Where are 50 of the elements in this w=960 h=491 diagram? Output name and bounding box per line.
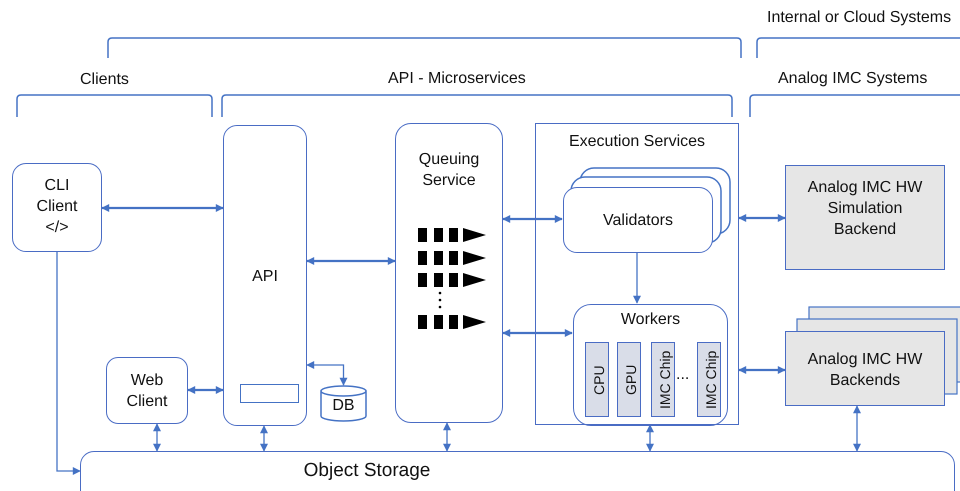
arrow (443, 422, 451, 452)
database-cylinder (320, 385, 367, 422)
arrow (153, 423, 161, 452)
service-box (573, 304, 728, 426)
cache-box (240, 384, 299, 403)
arrow (633, 252, 641, 304)
ellipsis: ... (676, 366, 690, 384)
section-heading: Clients (80, 71, 129, 89)
arrow (101, 204, 224, 212)
section-heading: Internal or Cloud Systems (767, 9, 952, 27)
arrow (853, 405, 861, 452)
node-label: DB (331, 396, 356, 416)
node-label: Web Client (126, 371, 168, 412)
arrow (738, 366, 786, 374)
group-box (535, 123, 739, 425)
node-label: API (251, 267, 279, 287)
arrow (502, 215, 563, 223)
service-box (563, 187, 713, 253)
arrow (502, 329, 573, 337)
processor-box (697, 342, 721, 417)
arrow (306, 361, 348, 386)
section-heading: Analog IMC Systems (778, 70, 928, 88)
arrow (306, 257, 396, 265)
arrow (646, 424, 654, 452)
arrow (187, 386, 224, 394)
node-label: Queuing Service (418, 150, 480, 191)
node-label: Analog IMC HW Backends (806, 350, 924, 391)
node-label: GPU (622, 363, 640, 397)
node-label: Analog IMC HW Simulation Backend (806, 178, 924, 240)
node-label: CLI Client </> (36, 176, 78, 238)
processor-box (585, 342, 609, 417)
arrow (260, 425, 268, 452)
node-label: IMC Chip (656, 349, 674, 411)
node-label: Execution Services (568, 132, 706, 152)
processor-box (651, 342, 675, 417)
arrow (56, 252, 81, 475)
section-heading: API - Microservices (388, 70, 526, 88)
node-label: IMC Chip (702, 349, 720, 411)
arrow (738, 214, 786, 222)
backend-box (785, 165, 945, 270)
backend-box (785, 331, 945, 406)
api-box (223, 125, 307, 426)
service-box (395, 123, 503, 423)
client-box (12, 163, 102, 252)
processor-box (617, 342, 641, 417)
node-label: Object Storage (302, 460, 432, 481)
node-label: Workers (620, 310, 682, 330)
node-label: Validators (602, 211, 674, 231)
node-label: CPU (590, 364, 608, 396)
client-box (106, 357, 188, 424)
